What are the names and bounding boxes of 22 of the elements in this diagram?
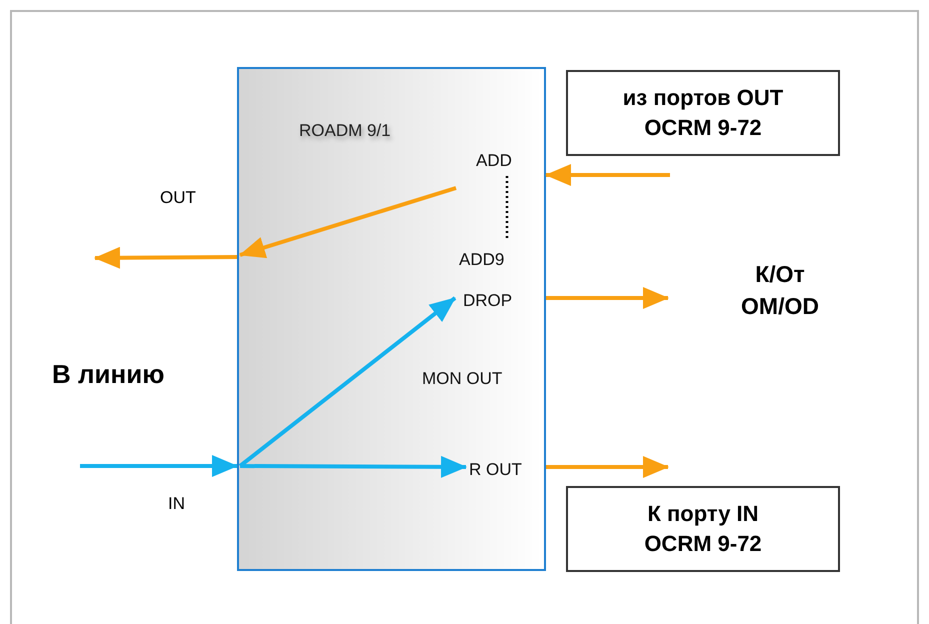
source-box: из портов OUT OCRM 9-72 (566, 70, 840, 156)
destination-label: К/От OM/OD (668, 252, 892, 328)
port-label: MON OUT (422, 366, 534, 388)
port-label: R OUT (469, 457, 546, 479)
dotted-line (506, 176, 508, 239)
port-label: OUT (160, 187, 196, 209)
arrow (546, 287, 669, 309)
port-label: DROP (463, 288, 546, 310)
arrow (238, 296, 456, 468)
arrow (545, 164, 670, 186)
module-box (237, 67, 546, 571)
arrow (80, 455, 238, 477)
port-label: IN (168, 493, 185, 515)
port-label: ADD (476, 148, 528, 170)
arrow (94, 246, 238, 269)
arrow (546, 456, 669, 478)
module-title: ROADM 9/1 (299, 120, 391, 142)
arrow (239, 186, 457, 258)
line-label: В линию (52, 358, 164, 391)
destination-box: К порту IN OCRM 9-72 (566, 486, 840, 572)
arrow (240, 456, 467, 478)
port-label: ADD9 (459, 247, 529, 269)
